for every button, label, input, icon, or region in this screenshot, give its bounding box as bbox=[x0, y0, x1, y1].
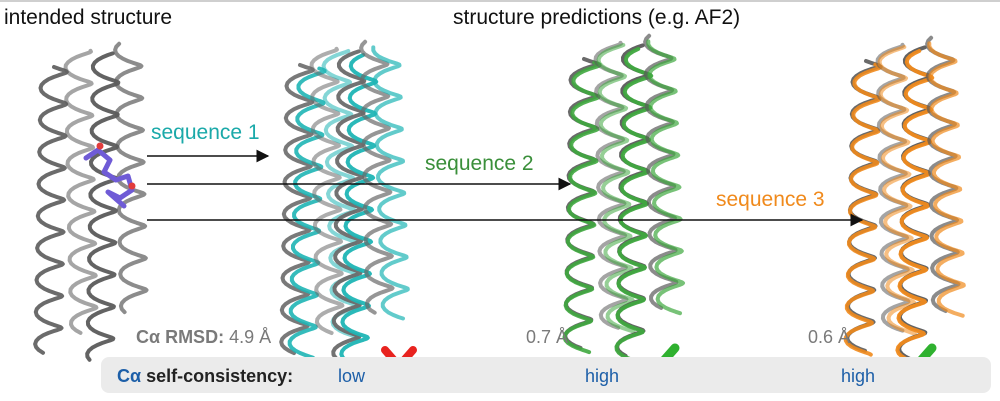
sequence-2-label: sequence 2 bbox=[425, 152, 534, 175]
prediction-sequence-2 bbox=[562, 33, 685, 364]
heading-intended-structure: intended structure bbox=[4, 6, 173, 29]
prediction-sequence-1-helix-1-pred bbox=[287, 66, 327, 360]
self-consistency-bar bbox=[101, 357, 991, 393]
prediction-sequence-2-helix-2 bbox=[593, 40, 629, 330]
level-high-2: high bbox=[585, 366, 620, 386]
prediction-sequence-3-helix-2 bbox=[875, 42, 911, 333]
rmsd-label: Cα RMSD: bbox=[136, 327, 225, 347]
prediction-sequence-2-helix-2-pred bbox=[596, 43, 636, 334]
intended-structure-helix-1 bbox=[33, 65, 69, 355]
intended-structure-helix-2 bbox=[63, 48, 99, 335]
prediction-sequence-2-helix-1-pred bbox=[562, 60, 602, 355]
prediction-sequence-1-helix-4-pred bbox=[371, 45, 410, 321]
rmsd-value-3: 0.6 Å bbox=[808, 327, 851, 347]
level-high-3: high bbox=[841, 366, 876, 386]
intended-structure-helix-3 bbox=[85, 51, 121, 362]
sequence-3-label: sequence 3 bbox=[716, 188, 825, 211]
rmsd-value-2: 0.7 Å bbox=[526, 327, 569, 347]
prediction-sequence-1-helix-3-pred bbox=[339, 53, 379, 369]
intended-structure bbox=[33, 41, 149, 362]
self-consistency-label: Cα self-consistency: bbox=[117, 366, 293, 387]
sequence-1-label: sequence 1 bbox=[151, 121, 260, 144]
ligand-oxygen-2 bbox=[128, 182, 136, 190]
prediction-sequence-1 bbox=[279, 39, 410, 369]
sequence-arrows bbox=[147, 149, 864, 227]
prediction-sequence-1-helix-3 bbox=[331, 49, 367, 363]
ligand-oxygen-1 bbox=[96, 142, 104, 150]
self-consistency-ca: Cα bbox=[117, 366, 142, 386]
prediction-sequence-1-helix-1 bbox=[279, 63, 315, 355]
rmsd-row-1: Cα RMSD: 4.9 Å bbox=[136, 327, 271, 348]
prediction-sequence-3-helix-2-pred bbox=[877, 45, 917, 337]
level-low: low bbox=[338, 366, 366, 386]
self-consistency-text: self-consistency: bbox=[141, 366, 294, 386]
prediction-sequence-1-helix-2-pred bbox=[321, 49, 360, 340]
ligand-bonds bbox=[83, 147, 135, 209]
prediction-sequence-2-helix-4-pred bbox=[646, 39, 685, 316]
rmsd-value-1: 4.9 Å bbox=[229, 327, 272, 347]
top-border bbox=[0, 0, 1000, 2]
prediction-sequence-1-helix-2 bbox=[309, 46, 345, 335]
heading-structure-predictions: structure predictions (e.g. AF2) bbox=[453, 6, 741, 29]
prediction-sequence-3-helix-1-pred bbox=[843, 62, 883, 357]
prediction-sequence-3 bbox=[843, 35, 966, 366]
prediction-sequence-3-helix-4-pred bbox=[927, 41, 966, 318]
ligand-molecule bbox=[83, 142, 136, 209]
prediction-sequence-1-helix-4 bbox=[359, 39, 395, 315]
